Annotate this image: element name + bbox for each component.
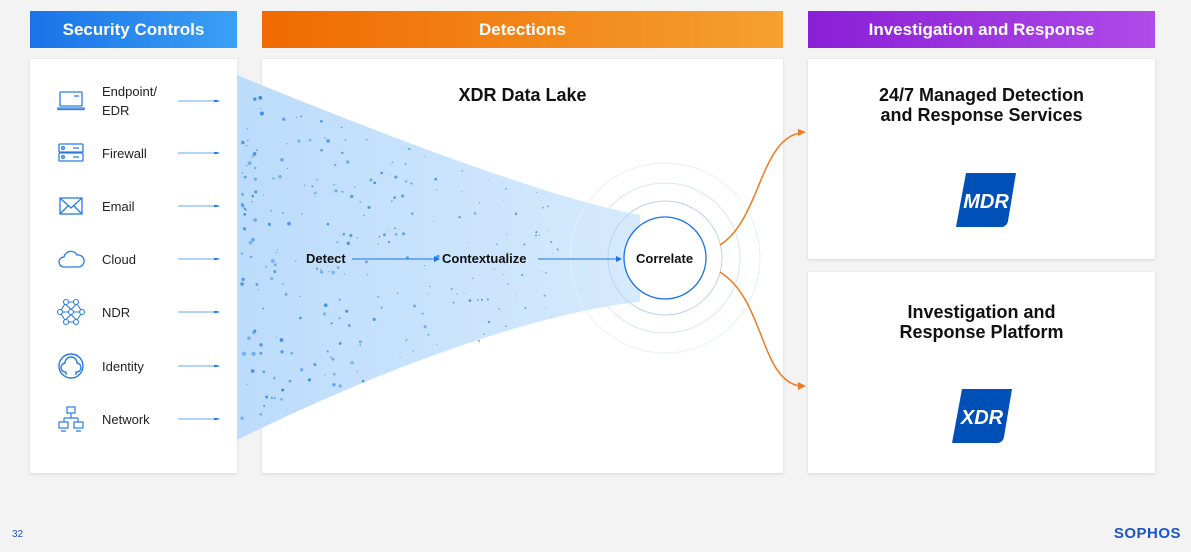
- email-icon: [59, 197, 83, 215]
- laptop-icon: [57, 91, 85, 111]
- data-dot: [240, 282, 244, 286]
- sophos-logo: SOPHOS: [1113, 525, 1181, 542]
- data-dot: [246, 127, 249, 130]
- data-dot: [240, 252, 244, 256]
- data-dot: [241, 140, 245, 145]
- source-cloud: Cloud: [30, 239, 237, 279]
- xdr-logo: XDR: [952, 389, 1012, 443]
- data-dot: [248, 240, 253, 245]
- data-dot: [251, 194, 255, 198]
- data-dot: [241, 204, 245, 208]
- identity-icon: [58, 353, 84, 379]
- page-number: 32: [12, 529, 24, 540]
- header-security-controls: Security Controls: [30, 11, 237, 48]
- source-label: NDR: [102, 304, 131, 320]
- network-icon: [58, 406, 84, 432]
- data-dot: [253, 166, 257, 170]
- data-dot: [245, 144, 248, 147]
- data-dot: [252, 152, 257, 156]
- data-dot: [242, 227, 247, 231]
- data-dot: [249, 255, 253, 259]
- mdr-logo: MDR: [956, 173, 1016, 227]
- source-label: Email: [102, 198, 135, 214]
- arrow-icon: [178, 418, 220, 420]
- data-dot: [243, 213, 247, 216]
- source-network: Network: [30, 399, 237, 439]
- source-ndr: NDR: [30, 292, 237, 332]
- data-dot: [246, 139, 249, 141]
- step-detect: Detect: [306, 251, 346, 266]
- source-label: Identity: [102, 358, 144, 374]
- source-endpoint: Endpoint/ EDR: [30, 81, 237, 121]
- xdr-card: Investigation and Response Platform XDR: [808, 272, 1155, 473]
- data-dot: [253, 97, 257, 101]
- cloud-icon: [58, 250, 85, 268]
- data-dot: [240, 416, 244, 420]
- data-dot: [246, 383, 249, 385]
- arrow-icon: [178, 152, 220, 154]
- data-dot: [243, 207, 246, 210]
- source-label: Firewall: [102, 145, 147, 161]
- detections-panel: XDR Data Lake: [262, 59, 783, 473]
- arrow-icon: [178, 205, 220, 207]
- data-dot: [241, 277, 245, 282]
- data-dot: [240, 202, 244, 207]
- svg-text:MDR: MDR: [963, 191, 1009, 213]
- data-dot: [253, 329, 257, 333]
- header-detections: Detections: [262, 11, 783, 48]
- data-dot: [256, 149, 259, 152]
- source-identity: Identity: [30, 346, 237, 386]
- firewall-icon: [58, 143, 84, 162]
- data-dot: [251, 351, 256, 356]
- xdr-data-lake-title: XDR Data Lake: [458, 85, 587, 105]
- source-email: Email: [30, 186, 237, 226]
- arrow-icon: [178, 258, 220, 260]
- data-dot: [240, 192, 245, 196]
- data-dot: [245, 164, 248, 167]
- data-dot: [253, 218, 257, 222]
- data-dot: [253, 177, 258, 181]
- data-dot: [251, 155, 254, 158]
- data-dot: [247, 336, 251, 340]
- arrow-icon: [178, 311, 220, 313]
- arrow-icon: [178, 365, 220, 367]
- source-firewall: Firewall: [30, 133, 237, 173]
- data-dot: [257, 289, 260, 291]
- data-dot: [241, 351, 247, 357]
- data-dot: [250, 200, 253, 203]
- data-dot: [244, 209, 247, 212]
- step-correlate: Correlate: [636, 251, 694, 266]
- data-dot: [250, 369, 255, 373]
- source-label: Network: [102, 411, 150, 427]
- data-dot: [250, 237, 255, 242]
- source-label: Endpoint/ EDR: [102, 84, 157, 118]
- mdr-card: 24/7 Managed Detection and Response Serv…: [808, 59, 1155, 259]
- security-controls-panel: Endpoint/ EDR Firewall Email Cloud NDR I…: [30, 59, 237, 473]
- mdr-title: 24/7 Managed Detection and Response Serv…: [878, 85, 1085, 125]
- data-dot: [255, 282, 259, 286]
- data-dot: [247, 161, 252, 166]
- data-dot: [254, 190, 258, 194]
- data-dot: [241, 171, 244, 174]
- step-contextualize: Contextualize: [442, 251, 527, 266]
- data-dot: [241, 203, 244, 206]
- data-dot: [243, 175, 247, 179]
- xdr-title: Investigation and Response Platform: [899, 302, 1064, 342]
- network-mesh-icon: [56, 298, 86, 326]
- svg-text:XDR: XDR: [960, 407, 1004, 429]
- data-dot: [251, 330, 256, 335]
- header-investigation-response: Investigation and Response: [808, 11, 1155, 48]
- arrow-icon: [178, 100, 220, 102]
- source-label: Cloud: [102, 251, 136, 267]
